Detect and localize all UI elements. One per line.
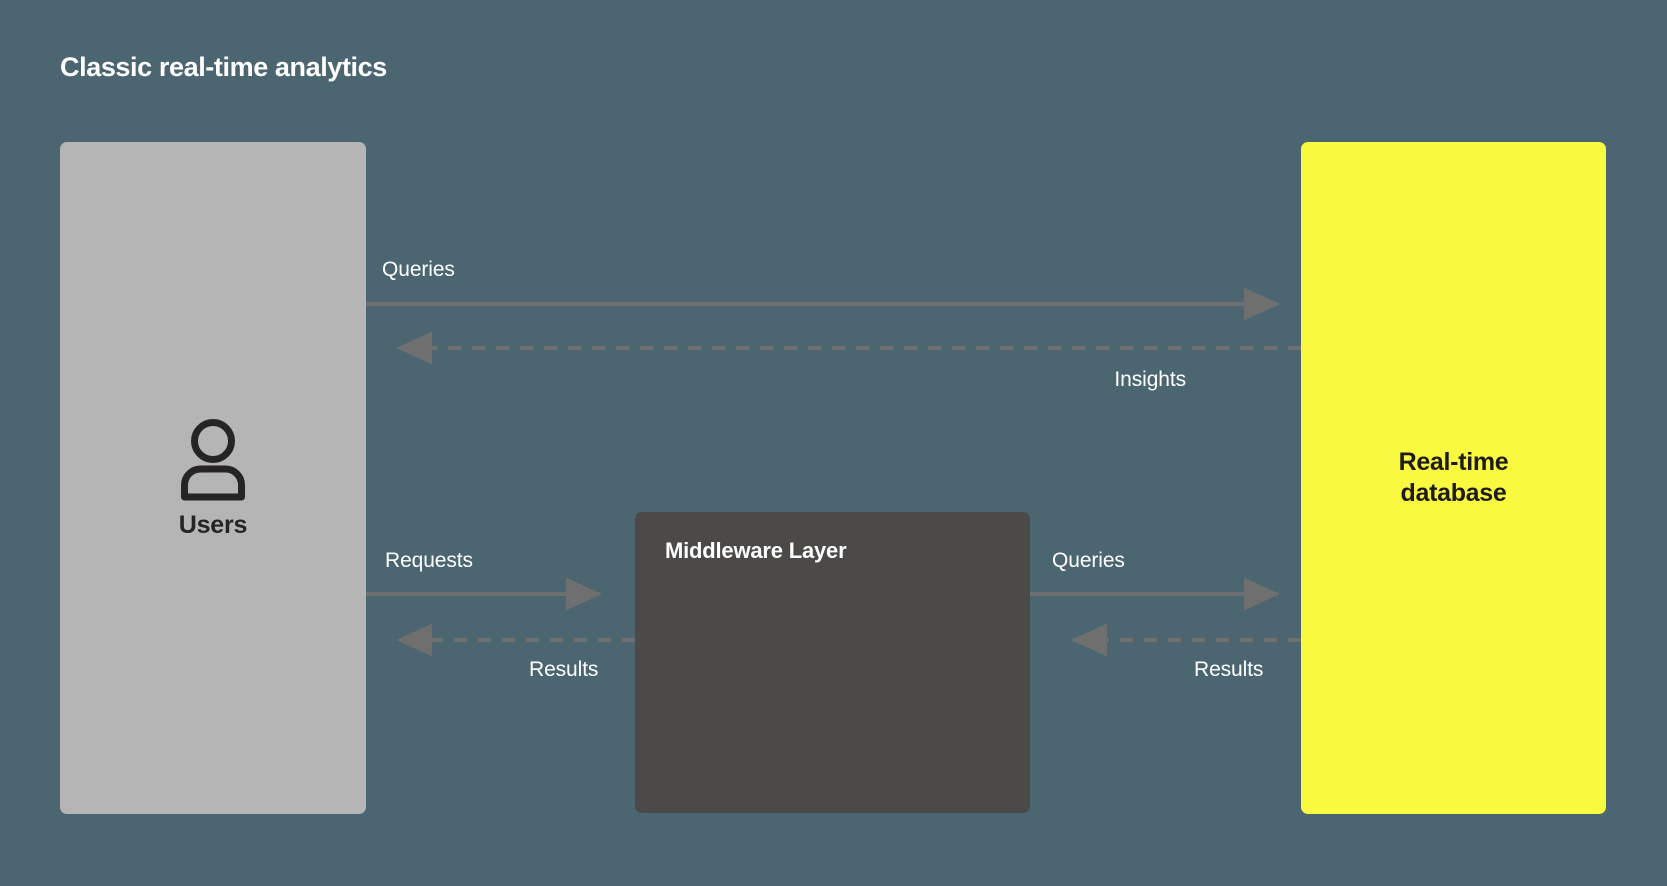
node-users[interactable]: Users <box>60 142 366 814</box>
node-middleware-layer[interactable]: Middleware Layer <box>635 512 1030 813</box>
edge-label-results-left: Results <box>529 658 599 681</box>
edge-label-insights: Insights <box>1114 368 1186 391</box>
users-content: Users <box>60 142 366 814</box>
user-icon <box>181 418 245 500</box>
users-label: Users <box>178 510 248 539</box>
diagram-title: Classic real-time analytics <box>60 52 387 82</box>
node-realtime-database[interactable]: Real-time database <box>1301 142 1606 814</box>
edge-label-results-right: Results <box>1194 658 1264 681</box>
database-label-line1: Real-time <box>1398 447 1509 476</box>
edge-label-queries-mid: Queries <box>1052 549 1125 572</box>
database-label: Real-time database <box>1301 142 1606 814</box>
database-label-line2: database <box>1400 479 1507 507</box>
edge-label-requests: Requests <box>385 549 473 572</box>
edge-label-queries-top: Queries <box>382 258 455 281</box>
middleware-label: Middleware Layer <box>665 538 847 563</box>
